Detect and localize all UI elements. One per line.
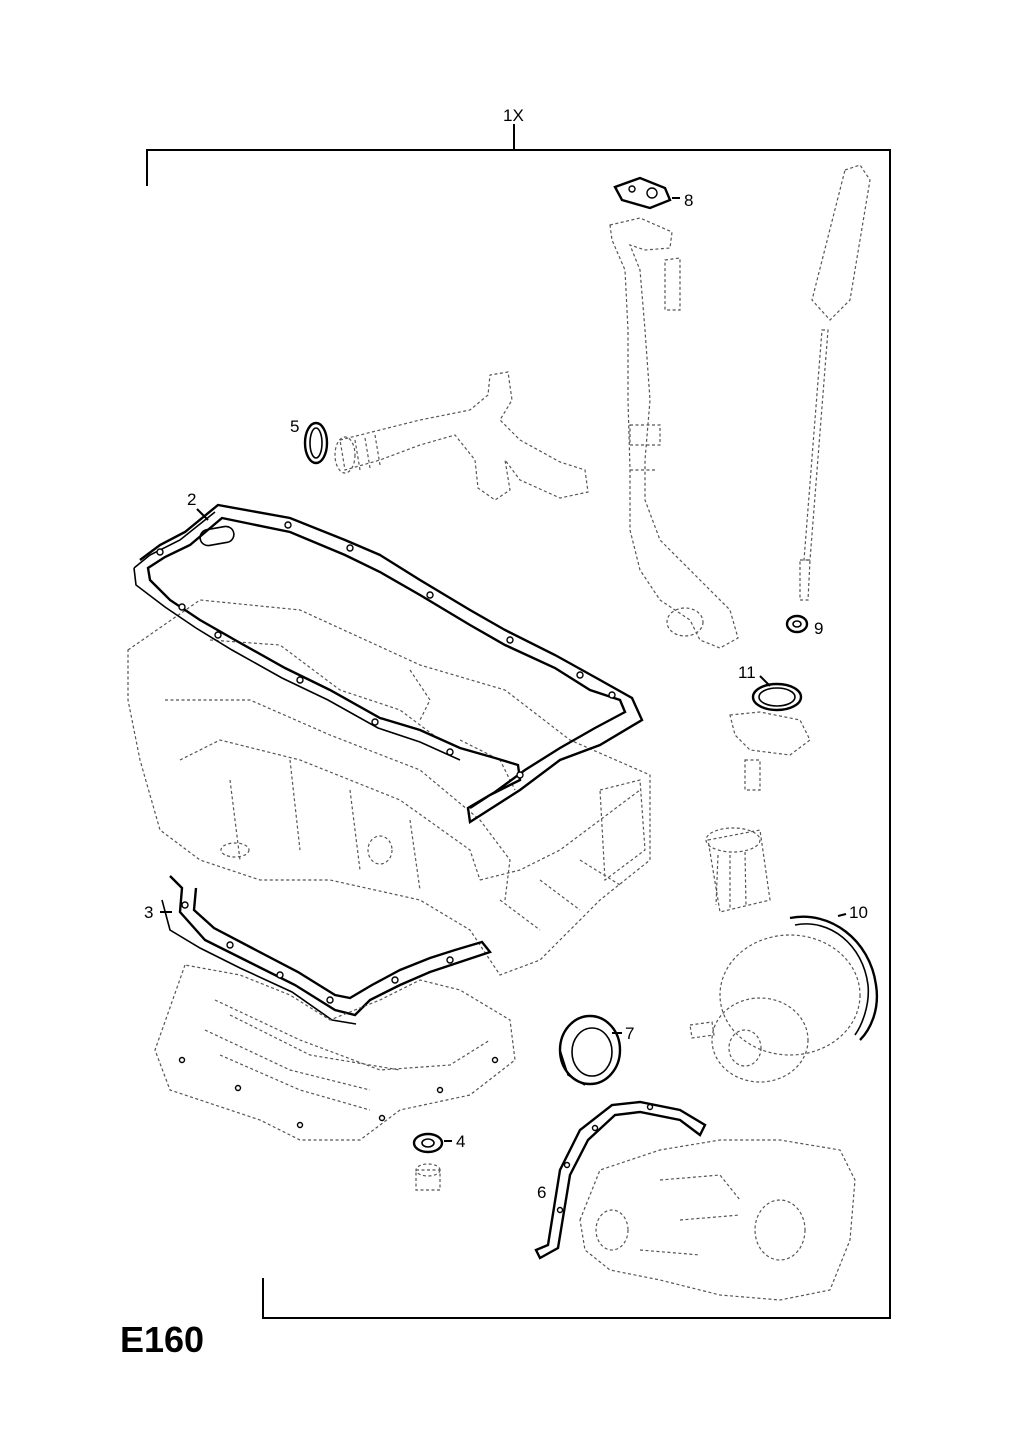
dipstick-tube (609, 217, 739, 649)
drain-plug (415, 1163, 441, 1191)
kit-bracket (146, 124, 891, 1319)
lower-oil-pan (154, 964, 516, 1141)
drain-plug-washer (412, 1132, 444, 1154)
callout-8: 8 (684, 191, 693, 210)
callout-4: 4 (456, 1132, 465, 1151)
dipstick (799, 164, 871, 601)
callout-9: 9 (814, 619, 823, 638)
callout-11: 11 (738, 663, 756, 682)
front-cover-gasket (534, 1100, 707, 1260)
callout-3: 3 (144, 903, 153, 922)
water-pump-gasket (789, 915, 879, 1041)
upper-oil-pan-gasket (133, 503, 644, 825)
oil-filter-assembly (705, 711, 811, 913)
callout-2: 2 (187, 490, 196, 509)
upper-oil-pan (127, 599, 651, 976)
dipstick-seal (785, 614, 809, 634)
callout-7: 7 (625, 1024, 634, 1043)
lower-oil-pan-gasket (161, 875, 493, 1025)
crankshaft-seal (558, 1014, 622, 1086)
pickup-o-ring (303, 421, 329, 465)
diagram-code: E160 (120, 1319, 204, 1360)
callout-10: 10 (849, 903, 868, 922)
kit-label: 1X (503, 106, 524, 125)
oil-pump-housing (579, 1139, 856, 1301)
dipstick-tube-gasket (613, 176, 672, 210)
water-pump (689, 934, 861, 1083)
oil-pickup-pipe (334, 371, 589, 501)
filter-housing-seal (751, 682, 803, 712)
callout-6: 6 (537, 1183, 546, 1202)
callout-5: 5 (290, 417, 299, 436)
